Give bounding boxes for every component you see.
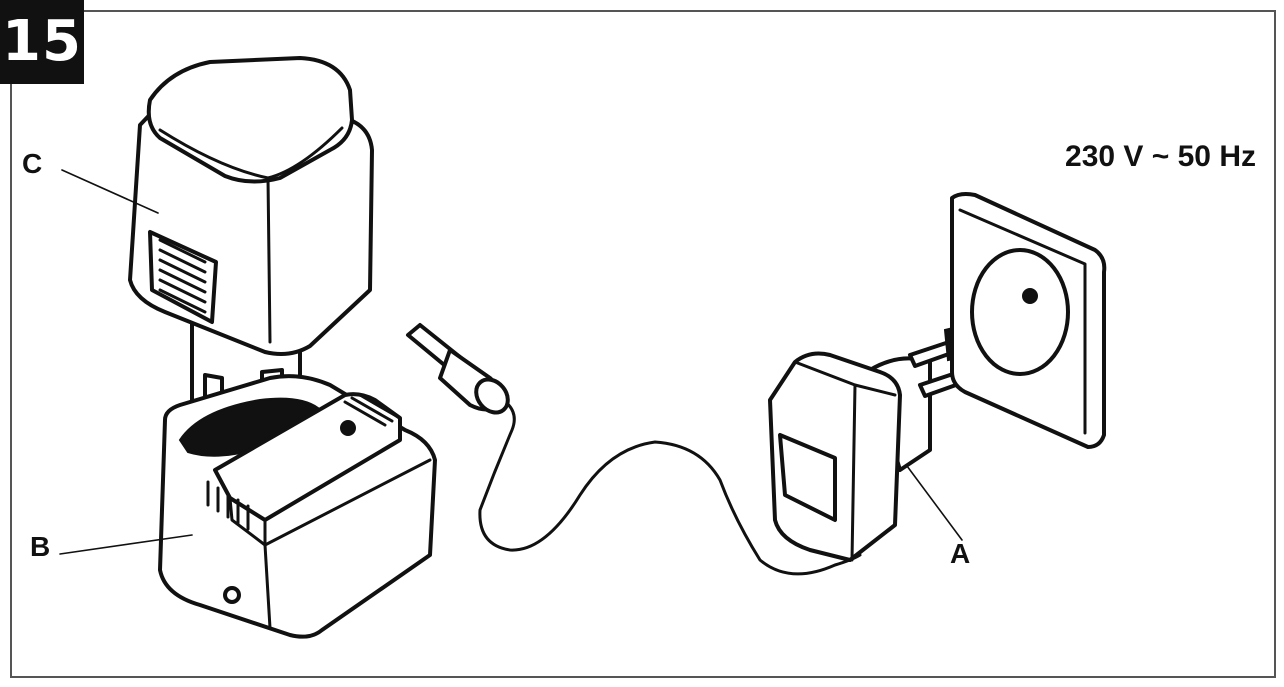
figure-number-badge: 15	[0, 0, 84, 84]
label-c: C	[22, 148, 43, 179]
leader-line-b	[59, 534, 193, 555]
battery-pack	[128, 56, 374, 429]
label-a: A	[950, 538, 971, 569]
charger-base	[158, 374, 437, 639]
leader-line-c	[61, 169, 159, 214]
charging-cable	[406, 323, 862, 576]
leader-line-a	[906, 465, 963, 541]
voltage-label: 230 V ~ 50 Hz	[1065, 140, 1256, 173]
label-b: B	[30, 531, 51, 562]
wall-socket	[950, 192, 1107, 449]
